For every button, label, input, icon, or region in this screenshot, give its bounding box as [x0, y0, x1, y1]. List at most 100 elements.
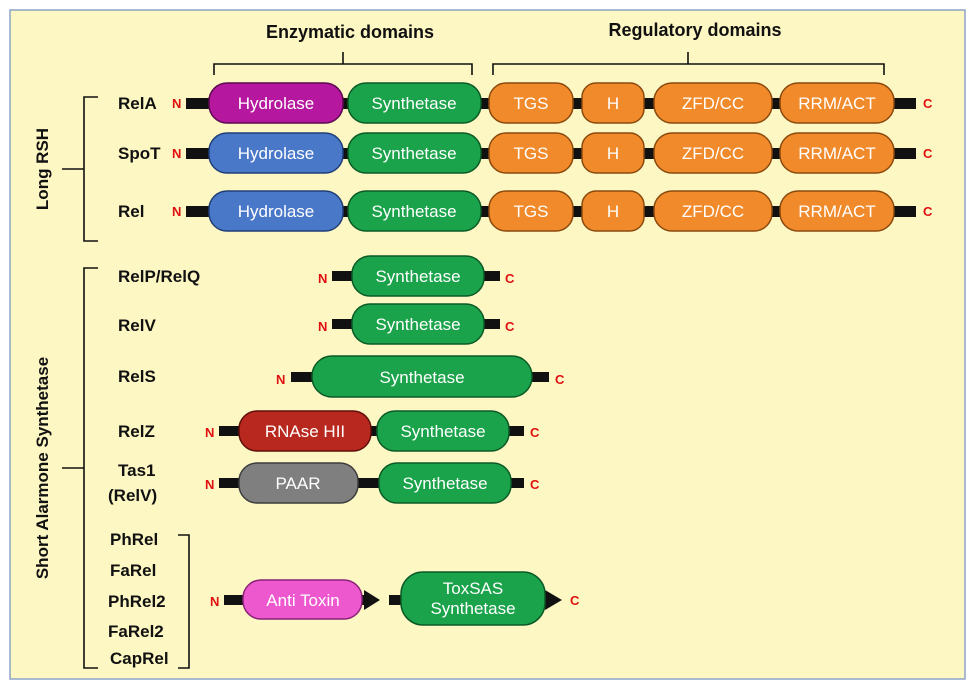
domain-label: TGS: [514, 94, 549, 113]
rrm-act-domain: [779, 190, 895, 232]
tas1-row: Tas1 (RelV) N PAAR Synthetase C: [108, 461, 540, 505]
tgs-domain: [488, 190, 574, 232]
synthetase-domain: [347, 132, 482, 174]
domain-label: RNAse HII: [265, 422, 345, 441]
toxsas-synthetase-domain: [400, 571, 546, 626]
protein-name: RelP/RelQ: [118, 267, 200, 286]
rel-row: Rel N Hydrolase Synthetase TGS H ZFD/CC …: [118, 190, 933, 232]
synthetase-domain: [347, 190, 482, 232]
regulatory-brace: [492, 52, 885, 75]
protein-name: RelZ: [118, 422, 155, 441]
domain-label: ZFD/CC: [682, 144, 744, 163]
domain-label: Synthetase: [371, 144, 456, 163]
domain-label: PAAR: [275, 474, 320, 493]
c-terminus: C: [530, 477, 540, 492]
synthetase-domain: [347, 82, 482, 124]
n-terminus: N: [172, 146, 181, 161]
short-sas-label: Short Alarmone Synthetase: [33, 357, 52, 579]
domain-label: ZFD/CC: [682, 94, 744, 113]
domain-label: Hydrolase: [238, 202, 315, 221]
n-terminus: N: [172, 96, 181, 111]
domain-label: Synthetase: [400, 422, 485, 441]
c-terminus: C: [530, 425, 540, 440]
c-terminus: C: [505, 271, 515, 286]
domain-label: H: [607, 202, 619, 221]
enzymatic-brace: [213, 52, 473, 75]
tgs-domain: [488, 132, 574, 174]
toxsas-bracket: [178, 534, 190, 669]
n-terminus: N: [276, 372, 285, 387]
domain-label: H: [607, 144, 619, 163]
protein-name: Rel: [118, 202, 144, 221]
relv-row: RelV N Synthetase C: [118, 303, 515, 345]
domain-label: Synthetase: [371, 202, 456, 221]
c-terminus: C: [923, 204, 933, 219]
toxsas-group: PhRel FaRel PhRel2 FaRel2 CapRel N Anti …: [108, 530, 580, 668]
c-terminus: C: [923, 146, 933, 161]
rels-row: RelS N Synthetase C: [118, 355, 565, 398]
c-terminus: C: [505, 319, 515, 334]
paar-domain: [238, 462, 359, 504]
domain-label: Synthetase: [430, 599, 515, 618]
n-terminus: N: [210, 594, 219, 609]
hydrolase-domain: [208, 82, 344, 124]
domain-label: TGS: [514, 144, 549, 163]
protein-name: RelA: [118, 94, 157, 113]
domain-label: RRM/ACT: [798, 94, 875, 113]
n-terminus: N: [205, 477, 214, 492]
spot-row: SpoT N Hydrolase Synthetase TGS H ZFD/CC…: [118, 132, 933, 174]
domain-label: TGS: [514, 202, 549, 221]
toxin-arrowhead-icon: [545, 590, 562, 610]
synthetase-domain: [351, 255, 485, 297]
h-domain: [581, 82, 645, 124]
c-terminus: C: [555, 372, 565, 387]
domain-label: Synthetase: [375, 267, 460, 286]
zfd-cc-domain: [653, 190, 773, 232]
zfd-cc-domain: [653, 132, 773, 174]
domain-label: RRM/ACT: [798, 202, 875, 221]
domain-label: Hydrolase: [238, 94, 315, 113]
n-terminus: N: [318, 271, 327, 286]
synthetase-domain: [378, 462, 512, 504]
zfd-cc-domain: [653, 82, 773, 124]
hydrolase-domain: [208, 190, 344, 232]
c-terminus: C: [570, 593, 580, 608]
protein-name: PhRel2: [108, 592, 166, 611]
protein-name: FaRel2: [108, 622, 164, 641]
protein-name: Tas1: [118, 461, 156, 480]
long-rsh-label: Long RSH: [33, 128, 52, 210]
protein-name-alias: (RelV): [108, 486, 157, 505]
domain-label: Hydrolase: [238, 144, 315, 163]
synthetase-domain: [351, 303, 485, 345]
domain-label: Anti Toxin: [266, 591, 339, 610]
domain-label: ZFD/CC: [682, 202, 744, 221]
domain-label: RRM/ACT: [798, 144, 875, 163]
relp-relq-row: RelP/RelQ N Synthetase C: [118, 255, 515, 297]
long-rsh-bracket: [62, 96, 98, 242]
domain-label: H: [607, 94, 619, 113]
rnase-hii-domain: [238, 410, 372, 452]
antitoxin-arrowhead-icon: [364, 590, 380, 610]
protein-name: CapRel: [110, 649, 169, 668]
rela-row: RelA N Hydrolase Synthetase TGS H ZFD/CC…: [118, 82, 933, 124]
synthetase-domain: [311, 355, 533, 398]
n-terminus: N: [318, 319, 327, 334]
antitoxin-domain: [242, 579, 363, 620]
protein-name: FaRel: [110, 561, 156, 580]
short-sas-bracket: [62, 267, 98, 669]
protein-name: RelS: [118, 367, 156, 386]
domain-label: Synthetase: [379, 368, 464, 387]
h-domain: [581, 190, 645, 232]
enzymatic-domains-header: Enzymatic domains: [266, 22, 434, 42]
regulatory-domains-header: Regulatory domains: [608, 20, 781, 40]
backbone-line: [219, 478, 524, 488]
hydrolase-domain: [208, 132, 344, 174]
protein-name: RelV: [118, 316, 156, 335]
domain-label: ToxSAS: [443, 579, 503, 598]
protein-name: PhRel: [110, 530, 158, 549]
domain-label: Synthetase: [402, 474, 487, 493]
domain-label: Synthetase: [371, 94, 456, 113]
h-domain: [581, 132, 645, 174]
relz-row: RelZ N RNAse HII Synthetase C: [118, 410, 540, 452]
